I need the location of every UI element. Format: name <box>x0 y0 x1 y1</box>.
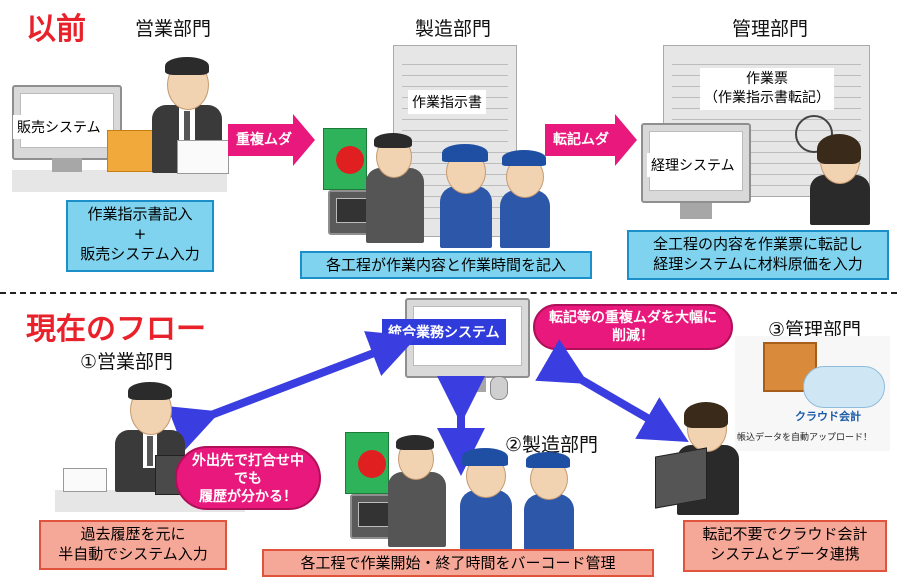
document-stack-icon <box>107 130 154 172</box>
work-order-label: 作業指示書 <box>408 90 486 114</box>
paper-icon <box>63 468 107 492</box>
admin-sync-arrow <box>535 339 689 443</box>
before-mfg-box: 各工程が作業内容と作業時間を記入 <box>300 251 592 279</box>
callout-reduce-waste-line1: 転記等の重複ムダを大幅に <box>549 310 717 326</box>
now-sales-dept-label: ①営業部門 <box>80 351 174 373</box>
worker-at-desk-icon <box>366 168 424 243</box>
worried-accountant-icon <box>805 130 875 225</box>
cloud-accounting-panel: クラウド会計 帳込データを自動アップロード！ <box>735 336 890 451</box>
factory-worker-female-icon <box>500 190 550 248</box>
work-slip-label: 作業票 （作業指示書転記） <box>700 68 834 110</box>
factory-worker-female-icon <box>524 494 574 550</box>
callout-history-line2: でも <box>234 471 262 487</box>
red-splash-icon <box>358 450 386 478</box>
before-mfg-scene <box>318 128 568 248</box>
work-slip-label-line2: （作業指示書転記） <box>704 90 830 106</box>
worker-at-desk-icon <box>388 472 446 547</box>
now-admin-dept-label: ③管理部門 <box>768 319 862 341</box>
accountant-laptop-scene <box>655 400 750 518</box>
factory-worker-icon <box>440 186 492 248</box>
now-sales-box-line2: 半自動でシステム入力 <box>58 545 208 563</box>
before-sales-dept-label: 営業部門 <box>135 18 212 40</box>
before-admin-box-line2: 経理システムに材料原価を入力 <box>653 255 863 273</box>
duplication-waste-arrow: 重複ムダ <box>228 114 315 166</box>
mouse-icon <box>490 376 508 400</box>
callout-history-line1: 外出先で打合せ中 <box>192 453 304 469</box>
now-mfg-scene <box>340 428 590 550</box>
before-admin-box: 全工程の内容を作業票に転記し 経理システムに材料原価を入力 <box>627 230 889 280</box>
now-admin-box-line1: 転記不要でクラウド会計 <box>702 525 868 543</box>
transcription-waste-arrow: 転記ムダ <box>545 114 637 166</box>
work-slip-label-line1: 作業票 <box>746 71 788 87</box>
factory-worker-icon <box>460 490 512 550</box>
now-sales-box: 過去履歴を元に 半自動でシステム入力 <box>39 520 227 570</box>
sales-system-label: 販売システム <box>13 115 105 139</box>
before-sales-box-line2: + <box>133 225 147 243</box>
now-mfg-box: 各工程で作業開始・終了時間をバーコード管理 <box>262 549 654 577</box>
sales-sync-arrow <box>167 331 418 451</box>
before-mfg-dept-label: 製造部門 <box>415 18 492 40</box>
before-admin-dept-label: 管理部門 <box>732 18 809 40</box>
laptop-icon <box>655 447 707 509</box>
paper-icon <box>177 140 229 174</box>
desk <box>12 170 227 192</box>
now-admin-box: 転記不要でクラウド会計 システムとデータ連携 <box>683 520 887 572</box>
before-sales-box: 作業指示書記入 + 販売システム入力 <box>66 200 214 272</box>
before-sales-box-line3: 販売システム入力 <box>80 245 200 263</box>
callout-history: 外出先で打合せ中 でも 履歴が分かる！ <box>175 446 321 510</box>
cloud-accounting-sublabel: 帳込データを自動アップロード！ <box>737 433 873 443</box>
now-admin-box-line2: システムとデータ連携 <box>710 545 860 563</box>
section-divider <box>0 292 897 294</box>
accounting-system-label: 経理システム <box>647 153 739 177</box>
cloud-icon <box>803 366 885 408</box>
before-sales-box-line1: 作業指示書記入 <box>87 205 193 223</box>
cloud-accounting-label: クラウド会計 <box>795 410 861 423</box>
callout-history-line3: 履歴が分かる！ <box>199 489 297 505</box>
now-sales-box-line1: 過去履歴を元に <box>80 525 186 543</box>
section-title-before: 以前 <box>26 12 86 47</box>
red-splash-icon <box>336 146 364 174</box>
before-admin-box-line1: 全工程の内容を作業票に転記し <box>652 235 863 253</box>
integrated-system-label: 統合業務システム <box>382 319 506 345</box>
